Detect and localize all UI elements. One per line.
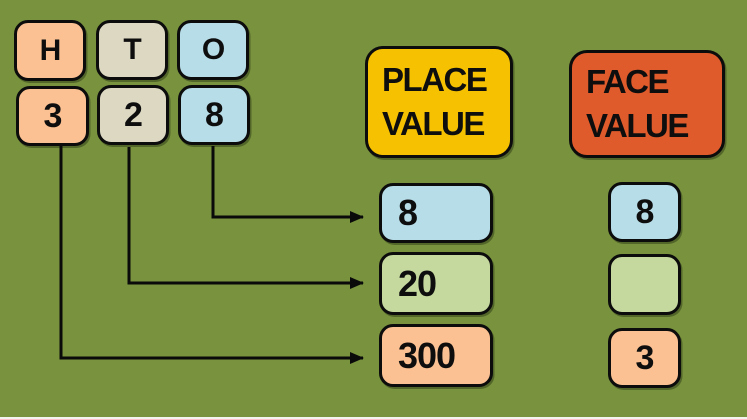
place-value-ones-box: 8 [379, 183, 493, 243]
face-value-ones-box: 8 [608, 182, 681, 242]
arrow-tens-to-place-value [127, 147, 364, 289]
face-value-tens-box [608, 254, 681, 315]
tens-label: T [123, 33, 141, 66]
place-value-tens: 20 [398, 262, 437, 304]
column-header-tens: T [96, 20, 168, 80]
column-header-ones: O [177, 20, 249, 80]
arrow-ones-to-place-value [211, 146, 364, 223]
place-value-header: PLACE VALUE [365, 46, 513, 158]
digit-ones-value: 8 [205, 95, 224, 134]
digit-ones: 8 [178, 85, 250, 145]
place-value-tens-box: 20 [379, 252, 493, 315]
column-header-hundreds: H [14, 20, 86, 81]
place-value-hundreds: 300 [398, 334, 456, 376]
digit-hundreds: 3 [16, 86, 89, 146]
face-value-hundreds-box: 3 [608, 328, 681, 388]
arrow-hundreds-to-place-value [59, 146, 364, 364]
place-value-header-line2: VALUE [382, 105, 485, 142]
place-value-ones: 8 [398, 192, 418, 233]
digit-hundreds-value: 3 [43, 96, 63, 135]
place-value-hundreds-box: 300 [379, 324, 493, 387]
face-value-ones: 8 [635, 192, 655, 231]
bottom-edge-strip [0, 417, 747, 419]
face-value-hundreds: 3 [635, 338, 655, 377]
face-value-header-line2: VALUE [586, 107, 689, 144]
place-value-header-line1: PLACE [382, 61, 488, 98]
face-value-header-line1: FACE [586, 63, 670, 100]
digit-tens-value: 2 [124, 95, 143, 134]
hundreds-label: H [39, 33, 62, 67]
face-value-header: FACE VALUE [569, 50, 725, 158]
digit-tens: 2 [97, 85, 169, 145]
ones-label: O [201, 33, 225, 66]
